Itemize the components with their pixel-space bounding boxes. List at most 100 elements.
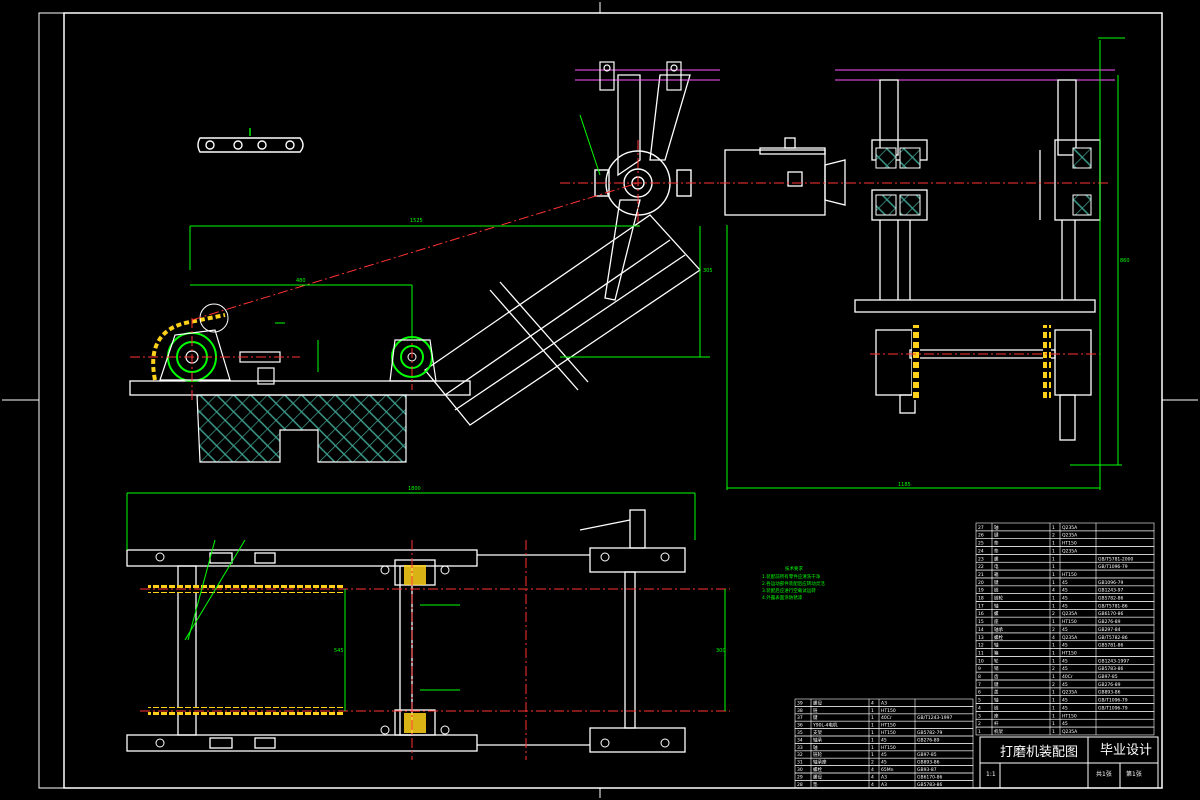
dimension-lines-top [126, 492, 726, 711]
table-cell: 1 [1052, 674, 1055, 680]
table-cell: 4 [871, 700, 874, 706]
dim-text-height: 305 [703, 268, 713, 274]
table-cell: A3 [881, 700, 887, 706]
table-cell: 1 [1052, 572, 1055, 578]
notes-line-3: 3.装配后应进行空载试运转 [762, 587, 816, 594]
dimension-lines-side [726, 37, 1125, 490]
table-cell: 4 [871, 767, 874, 773]
table-cell: 轮 [994, 657, 999, 664]
table-cell: GB1243-1997 [1098, 658, 1129, 664]
table-cell: 1 [871, 730, 874, 736]
table-cell: 垫 [813, 781, 818, 788]
table-cell: GB5782-79 [917, 730, 943, 736]
table-cell: 2 [1052, 533, 1055, 539]
table-cell: 键 [994, 532, 999, 539]
table-cell: 4 [871, 782, 874, 788]
title-block [979, 736, 1159, 789]
table-cell: 垫 [994, 547, 999, 554]
table-cell: 键 [813, 714, 818, 721]
table-cell: 45 [881, 752, 887, 758]
table-cell: GB893-86 [1098, 690, 1121, 696]
table-cell: 65Mn [881, 767, 894, 773]
table-cell: 4 [978, 705, 981, 711]
dim-text-bottom-h2: 300 [716, 648, 726, 654]
table-cell: 1 [1052, 721, 1055, 727]
table-cell: 10 [978, 658, 984, 664]
table-cell: 4 [1052, 588, 1055, 594]
table-cell: GB1243-97 [1098, 588, 1124, 594]
table-cell: HT150 [1062, 713, 1077, 719]
table-cell: HT150 [881, 723, 896, 729]
table-cell: 45 [1062, 603, 1068, 609]
table-cell: 轴承 [994, 626, 1003, 633]
table-cell: 45 [1062, 705, 1068, 711]
center-lines-front [130, 140, 720, 400]
table-cell: Y90L-4电机 [812, 722, 838, 729]
table-cell: 螺栓 [994, 634, 1003, 641]
pendulum-links [604, 74, 691, 301]
table-cell: 1 [1052, 650, 1055, 656]
table-cell: GB5782-86 [1098, 596, 1124, 602]
table-cell: 轴 [994, 602, 999, 609]
table-cell: 2 [1052, 666, 1055, 672]
table-cell: HT150 [881, 708, 896, 714]
table-cell: 1 [978, 729, 981, 735]
table-cell: 30 [797, 767, 803, 773]
table-cell: 垫 [994, 540, 999, 547]
project-label: 毕业设计 [1100, 743, 1152, 758]
dim-text-side-h: 860 [1120, 258, 1130, 264]
table-cell: GB276-89 [1098, 619, 1121, 625]
dim-text-top-a: 1525 [410, 218, 423, 224]
side-frame [854, 79, 1101, 441]
table-cell: 1 [1052, 658, 1055, 664]
table-cell: 3 [978, 713, 981, 719]
table-cell: Q235A [1062, 525, 1078, 531]
table-cell: 机架 [994, 728, 1003, 735]
table-cell: 32 [797, 752, 803, 758]
table-cell: 2 [1052, 682, 1055, 688]
table-cell: 45 [1062, 643, 1068, 649]
table-cell: Q235A [1062, 690, 1078, 696]
table-cell: Q235A [1062, 611, 1078, 617]
table-cell: 20 [978, 580, 984, 586]
table-cell: 15 [978, 619, 984, 625]
dim-text-top-b: 480 [296, 278, 306, 284]
table-cell: 轴 [994, 642, 999, 649]
table-cell: 2 [1052, 627, 1055, 633]
table-cell: GB93-87 [917, 767, 937, 773]
table-cell: 11 [978, 650, 984, 656]
top-rail [575, 69, 720, 81]
table-cell: 45 [1062, 682, 1068, 688]
table-cell: 螺栓 [813, 766, 822, 773]
table-cell: 1 [871, 745, 874, 751]
table-cell: 26 [978, 533, 984, 539]
table-row [794, 780, 974, 789]
table-cell: 45 [1062, 658, 1068, 664]
table-cell: GB/T5781-2000 [1098, 556, 1134, 562]
table-cell: 链轮 [813, 751, 822, 758]
table-cell: Q235A [1062, 533, 1078, 539]
top-view-bolts [155, 552, 670, 748]
table-cell: 1 [1052, 713, 1055, 719]
table-cell: 1 [1052, 690, 1055, 696]
table-cell: HT150 [1062, 619, 1077, 625]
table-cell: HT150 [881, 745, 896, 751]
table-cell: 6 [978, 690, 981, 696]
table-cell: GB276-89 [1098, 682, 1121, 688]
center-lines-top [140, 540, 730, 760]
table-cell: 13 [978, 635, 984, 641]
foundation-block [196, 394, 407, 463]
notes-line-1: 1.装配前所有零件应清洗干净 [762, 573, 821, 580]
chain-link-detail [197, 128, 304, 153]
notes-line-4: 4.外露表面涂防锈漆 [762, 594, 803, 601]
table-cell: 25 [978, 541, 984, 547]
table-cell: 螺 [994, 555, 999, 562]
table-cell: 1 [871, 715, 874, 721]
drawing-title: 打磨机装配图 [1000, 745, 1078, 760]
table-cell: 4 [1052, 635, 1055, 641]
base-plate [129, 380, 471, 396]
table-cell: 23 [978, 556, 984, 562]
table-cell: GB/T1096-79 [1098, 564, 1128, 570]
table-cell: 1 [1052, 603, 1055, 609]
